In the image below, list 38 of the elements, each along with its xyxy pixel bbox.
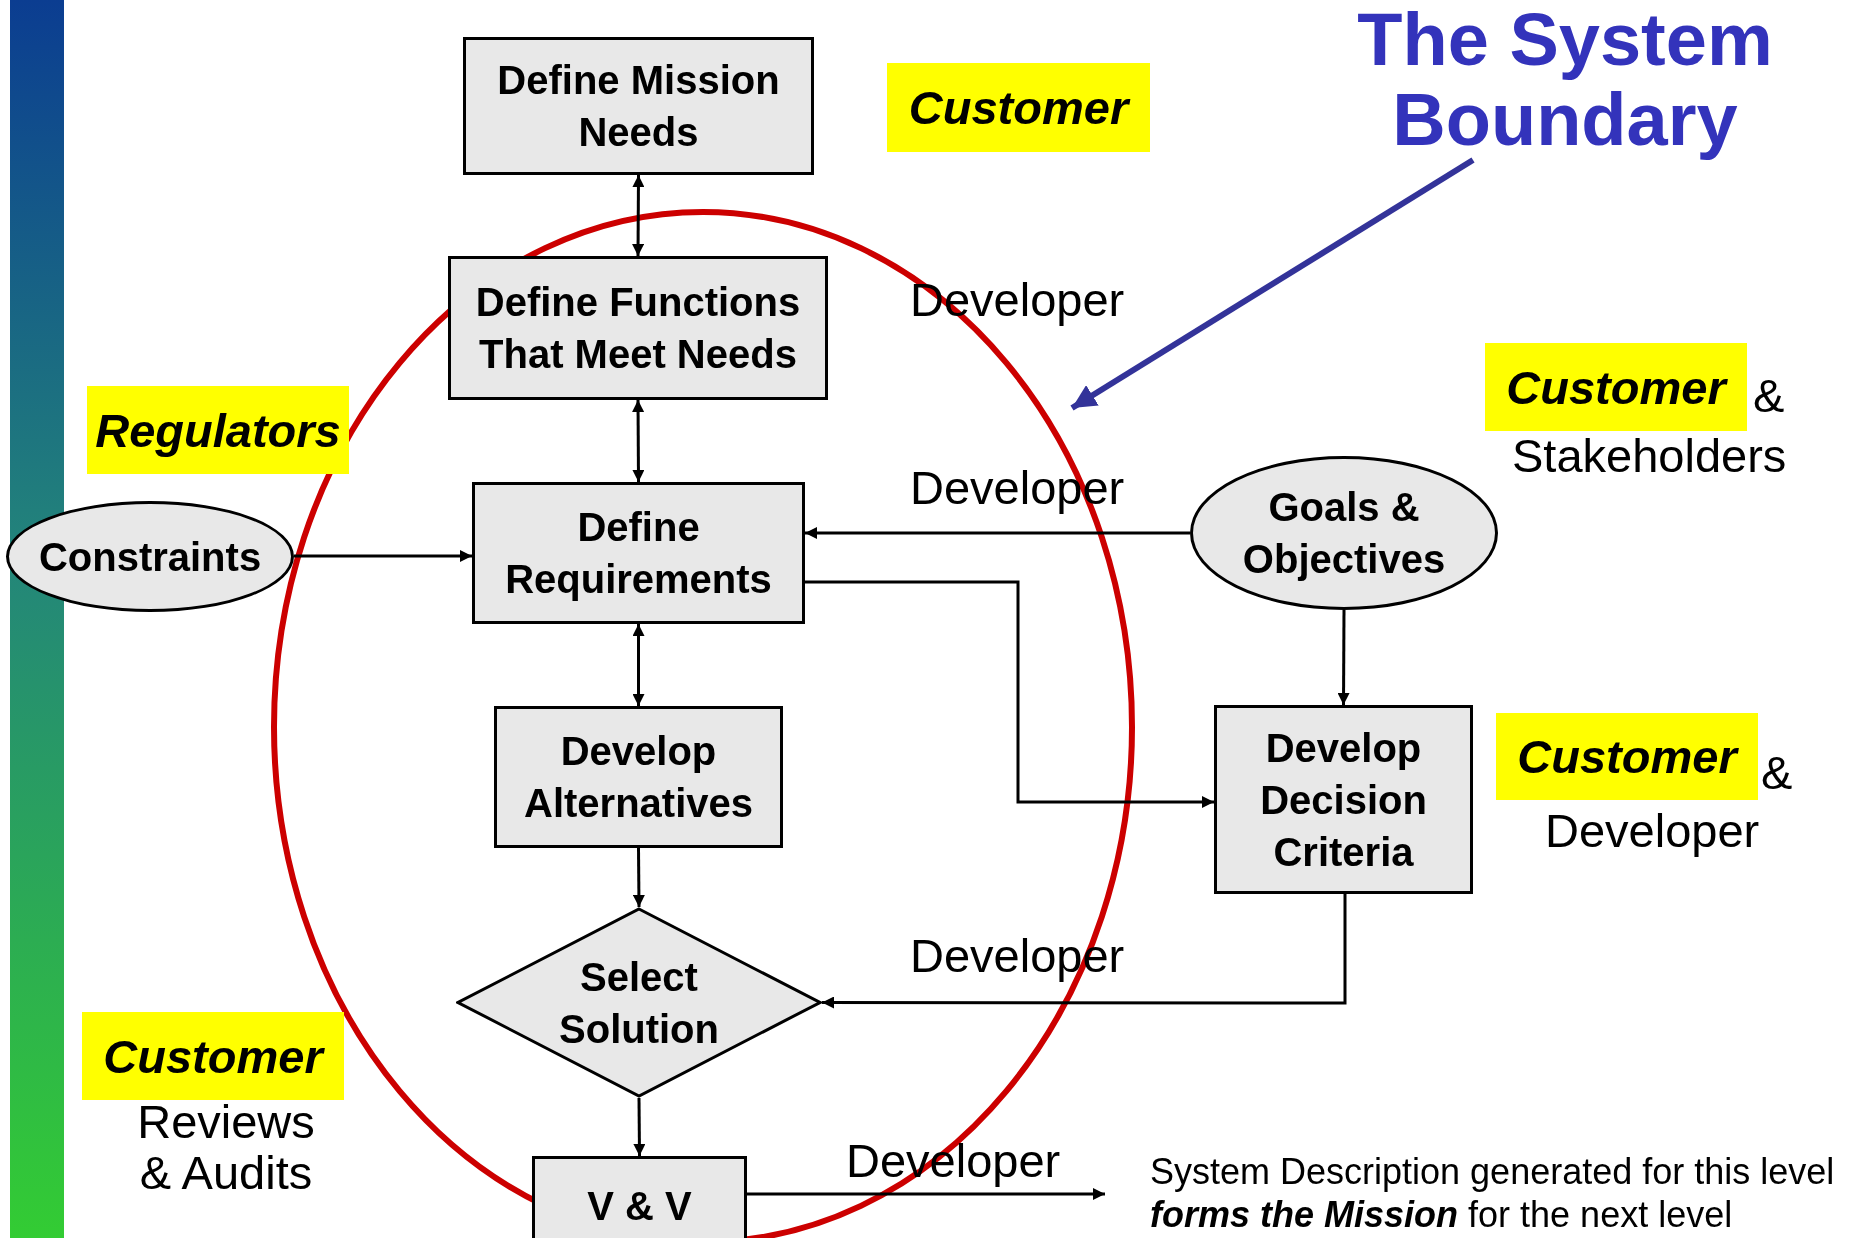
arrow — [1337, 610, 1350, 705]
arrow — [632, 175, 645, 256]
box-label: Goals & Objectives — [1241, 484, 1447, 583]
role-label: Regulators — [87, 386, 349, 474]
arrow — [632, 624, 645, 706]
box-label: V & V — [587, 1183, 692, 1230]
process-box — [448, 256, 828, 400]
decision-diamond — [456, 907, 822, 1098]
arrow — [747, 1188, 1105, 1200]
role-label: Customer — [1496, 713, 1758, 800]
box-label: Define Functions That Meet Needs — [474, 279, 802, 378]
process-box — [532, 1156, 747, 1238]
process-box — [1214, 705, 1473, 894]
role-label: Customer — [887, 63, 1150, 152]
arrow — [805, 527, 1190, 539]
note-text: System Description generated for this level forms the Mission for the next level — [1150, 1150, 1836, 1237]
process-box — [472, 482, 805, 624]
process-box — [463, 37, 814, 175]
box-label: Define Mission Needs — [496, 57, 781, 156]
process-box — [494, 706, 783, 848]
role-label: Customer — [82, 1012, 344, 1100]
role-label: Customer — [1485, 343, 1747, 431]
role-label: Stakeholders — [1512, 428, 1787, 483]
callout-title: The System Boundary — [1356, 0, 1774, 160]
role-label: & — [1761, 745, 1793, 800]
role-label: Developer — [1545, 803, 1760, 858]
arrow — [805, 580, 1214, 808]
arrow — [632, 848, 645, 907]
arrow — [294, 550, 472, 562]
box-label: Constraints — [38, 533, 262, 581]
role-label: & — [1753, 368, 1785, 423]
box-label: Develop Decision Criteria — [1259, 724, 1428, 876]
arrow — [632, 400, 645, 482]
box-label: Select Solution — [558, 953, 720, 1053]
arrow — [633, 1098, 646, 1156]
box-label: Develop Alternatives — [523, 728, 754, 827]
box-label: Define Requirements — [504, 504, 773, 603]
leader-arrow — [1070, 157, 1475, 411]
